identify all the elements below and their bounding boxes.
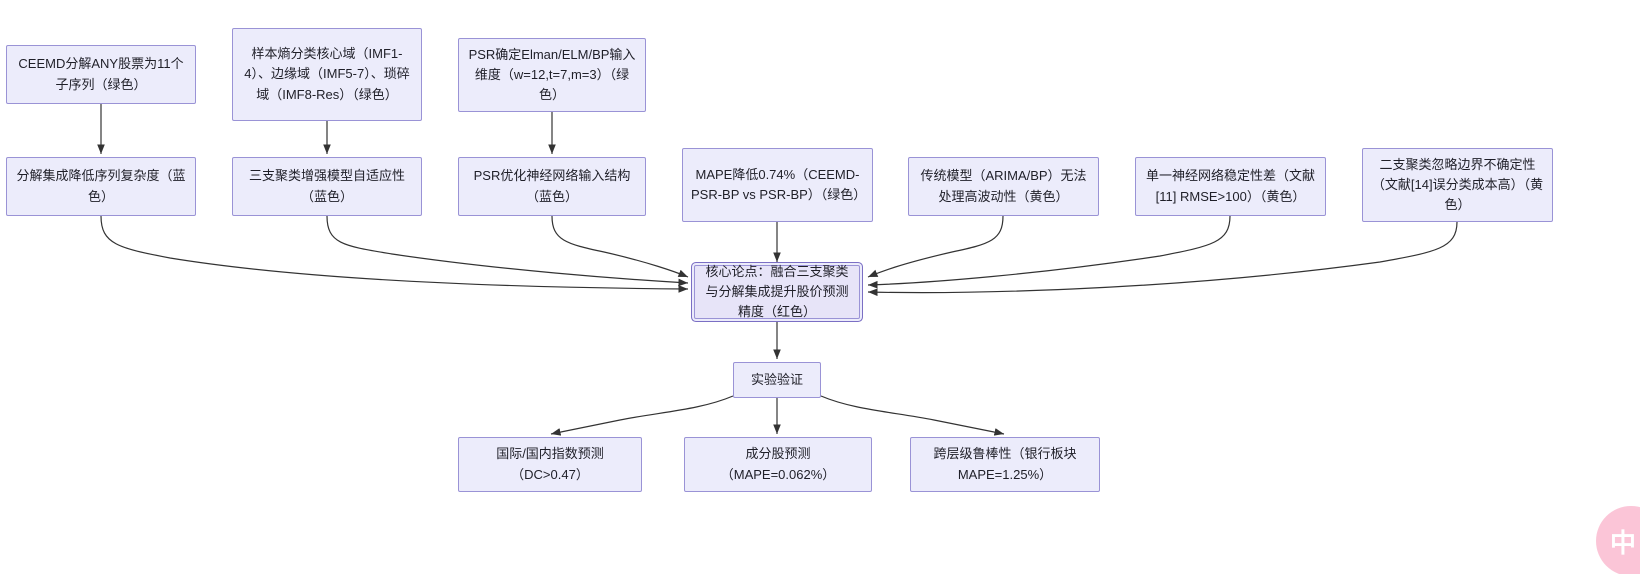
node-label: 分解集成降低序列复杂度（蓝色） <box>16 168 186 204</box>
node-three-way-clustering-adaptivity[interactable]: 三支聚类增强模型自适应性（蓝色） <box>232 157 422 216</box>
node-label: 样本熵分类核心域（IMF1-4）、边缘域（IMF5-7）、琐碎域（IMF8-Re… <box>244 46 410 102</box>
node-label: 传统模型（ARIMA/BP）无法处理高波动性（黄色） <box>920 168 1087 204</box>
node-cross-level-robustness-result[interactable]: 跨层级鲁棒性（银行板块MAPE=1.25%） <box>910 437 1100 492</box>
node-label: PSR优化神经网络输入结构（蓝色） <box>473 168 631 204</box>
node-label: CEEMD分解ANY股票为11个子序列（绿色） <box>18 56 184 92</box>
edge-n8-core <box>867 215 1004 278</box>
node-label: 跨层级鲁棒性（银行板块MAPE=1.25%） <box>933 446 1077 482</box>
edge-n12-n15 <box>820 395 1005 436</box>
node-label: PSR确定Elman/ELM/BP输入维度（w=12,t=7,m=3）（绿色） <box>468 46 636 103</box>
node-label: 单一神经网络稳定性差（文献[11] RMSE>100）（黄色） <box>1145 168 1315 204</box>
edge-n9-core <box>867 215 1231 289</box>
node-label: 三支聚类增强模型自适应性（蓝色） <box>248 168 405 204</box>
node-traditional-model-limitation[interactable]: 传统模型（ARIMA/BP）无法处理高波动性（黄色） <box>908 157 1099 216</box>
node-label: 核心论点：融合三支聚类与分解集成提升股价预测精度（红色） <box>705 263 849 320</box>
node-experimental-validation[interactable]: 实验验证 <box>733 362 821 398</box>
node-two-way-clustering-limitation[interactable]: 二支聚类忽略边界不确定性（文献[14]误分类成本高）（黄色） <box>1362 148 1553 222</box>
node-label: 成分股预测（MAPE=0.062%） <box>720 446 836 482</box>
node-sample-entropy-classify[interactable]: 样本熵分类核心域（IMF1-4）、边缘域（IMF5-7）、琐碎域（IMF8-Re… <box>232 28 422 121</box>
watermark-badge: 中 <box>1596 506 1640 574</box>
node-decomposition-reduces-complexity[interactable]: 分解集成降低序列复杂度（蓝色） <box>6 157 196 216</box>
node-single-network-instability[interactable]: 单一神经网络稳定性差（文献[11] RMSE>100）（黄色） <box>1135 157 1326 216</box>
node-psr-input-dimension[interactable]: PSR确定Elman/ELM/BP输入维度（w=12,t=7,m=3）（绿色） <box>458 38 646 112</box>
node-psr-optimizes-network-input[interactable]: PSR优化神经网络输入结构（蓝色） <box>458 157 646 216</box>
edge-n10-core <box>867 221 1458 297</box>
edge-n6-core <box>551 215 689 278</box>
node-label: 国际/国内指数预测（DC>0.47） <box>496 446 604 482</box>
node-label: 二支聚类忽略边界不确定性（文献[14]误分类成本高）（黄色） <box>1371 156 1544 213</box>
node-label: 实验验证 <box>750 371 803 387</box>
edge-n5-core <box>326 215 689 287</box>
node-label: MAPE降低0.74%（CEEMD-PSR-BP vs PSR-BP）（绿色） <box>691 166 867 202</box>
edge-n12-n13 <box>550 395 734 436</box>
node-core-thesis[interactable]: 核心论点：融合三支聚类与分解集成提升股价预测精度（红色） <box>694 263 860 320</box>
edge-n4-core <box>100 215 689 293</box>
node-mape-improvement[interactable]: MAPE降低0.74%（CEEMD-PSR-BP vs PSR-BP）（绿色） <box>682 148 873 222</box>
node-constituent-stock-result[interactable]: 成分股预测（MAPE=0.062%） <box>684 437 872 492</box>
watermark-char: 中 <box>1609 527 1636 558</box>
node-ceemd-decompose[interactable]: CEEMD分解ANY股票为11个子序列（绿色） <box>6 45 196 104</box>
node-index-forecast-result[interactable]: 国际/国内指数预测（DC>0.47） <box>458 437 642 492</box>
